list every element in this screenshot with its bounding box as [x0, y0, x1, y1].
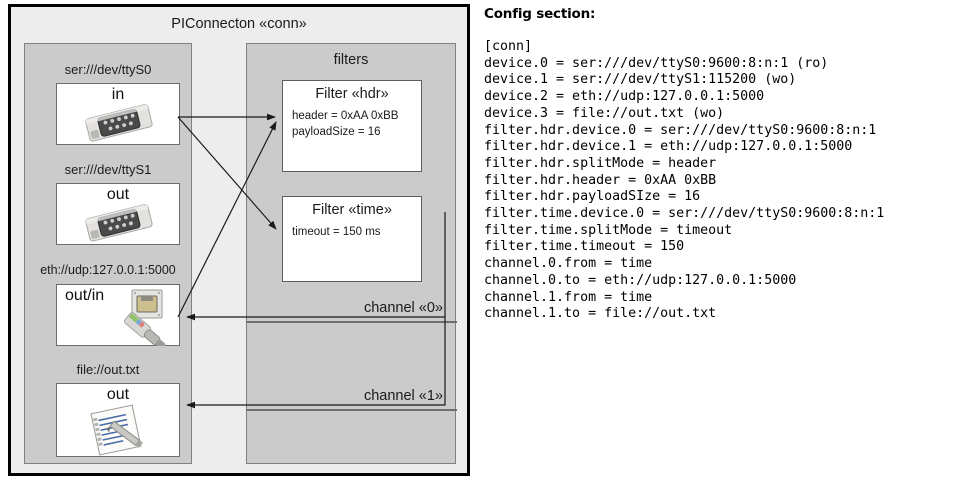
filter-prop-header: header = 0xAA 0xBB — [292, 110, 399, 122]
device-label-file: file://out.txt — [76, 362, 140, 377]
config-line: filter.hdr.header = 0xAA 0xBB — [484, 172, 717, 188]
diagram-title: PIConnecton «conn» — [171, 16, 307, 32]
config-line: device.3 = file://out.txt (wo) — [484, 105, 725, 121]
config-line: channel.1.to = file://out.txt — [484, 306, 717, 322]
config-line: filter.hdr.payloadSIze = 16 — [484, 189, 701, 205]
config-line: filter.time.timeout = 150 — [484, 239, 685, 255]
config-line: filter.hdr.device.0 = ser:///dev/ttyS0:9… — [484, 122, 877, 138]
config-section: Config section: [conn]device.0 = ser:///… — [484, 6, 958, 323]
config-line: device.0 = ser:///dev/ttyS0:9600:8:n:1 (… — [484, 55, 829, 71]
config-line: channel.1.from = time — [484, 289, 653, 305]
filters-panel-title: filters — [333, 52, 369, 68]
device-io-eth: out/in — [65, 287, 105, 304]
channel-separator-1 — [246, 409, 457, 411]
config-lines: [conn]device.0 = ser:///dev/ttyS0:9600:8… — [484, 39, 958, 323]
device-label-eth: eth://udp:127.0.0.1:5000 — [40, 263, 176, 277]
connection-diagram: PIConnecton «conn» ser:///dev/ttyS0 in — [8, 4, 470, 476]
config-line: channel.0.to = eth://udp:127.0.0.1:5000 — [484, 272, 797, 288]
config-line: filter.time.splitMode = timeout — [484, 222, 733, 238]
channel-label-1: channel «1» — [363, 388, 443, 404]
filter-prop-timeout: timeout = 150 ms — [292, 226, 381, 238]
channel-separator-0 — [246, 321, 457, 323]
filters-panel: filters Filter «hdr» header = 0xAA 0xBB … — [246, 43, 457, 464]
text-file-icon — [90, 404, 144, 456]
serial-port-icon — [85, 203, 153, 242]
device-io-ttys1: out — [106, 186, 130, 203]
filter-prop-payloadsize: payloadSize = 16 — [292, 126, 381, 138]
config-line: device.2 = eth://udp:127.0.0.1:5000 — [484, 89, 765, 105]
config-heading: Config section: — [484, 6, 596, 22]
config-line: channel.0.from = time — [484, 256, 653, 272]
device-label-ttys1: ser:///dev/ttyS1 — [64, 162, 152, 177]
filter-title-time: Filter «time» — [312, 202, 392, 218]
device-io-file: out — [106, 386, 130, 403]
device-box-eth[interactable]: out/in — [56, 284, 180, 346]
filter-title-hdr: Filter «hdr» — [315, 86, 389, 102]
config-line: [conn] — [484, 39, 533, 54]
serial-port-icon — [85, 103, 153, 142]
filter-box-time[interactable]: Filter «time» timeout = 150 ms — [282, 196, 422, 282]
device-label-ttys0: ser:///dev/ttyS0 — [64, 62, 152, 77]
config-line: filter.time.device.0 = ser:///dev/ttyS0:… — [484, 206, 885, 222]
device-box-file[interactable]: out — [56, 383, 180, 457]
ethernet-port-icon — [123, 289, 166, 346]
device-box-ttys0[interactable]: in — [56, 83, 180, 145]
device-io-ttys0: in — [111, 86, 125, 103]
config-line: filter.hdr.splitMode = header — [484, 155, 717, 171]
device-box-ttys1[interactable]: out — [56, 183, 180, 245]
config-line: device.1 = ser:///dev/ttyS1:115200 (wo) — [484, 72, 797, 88]
filter-box-hdr[interactable]: Filter «hdr» header = 0xAA 0xBB payloadS… — [282, 80, 422, 172]
devices-panel: ser:///dev/ttyS0 in — [24, 43, 192, 464]
config-line: filter.hdr.device.1 = eth://udp:127.0.0.… — [484, 139, 853, 155]
channel-label-0: channel «0» — [363, 300, 443, 316]
